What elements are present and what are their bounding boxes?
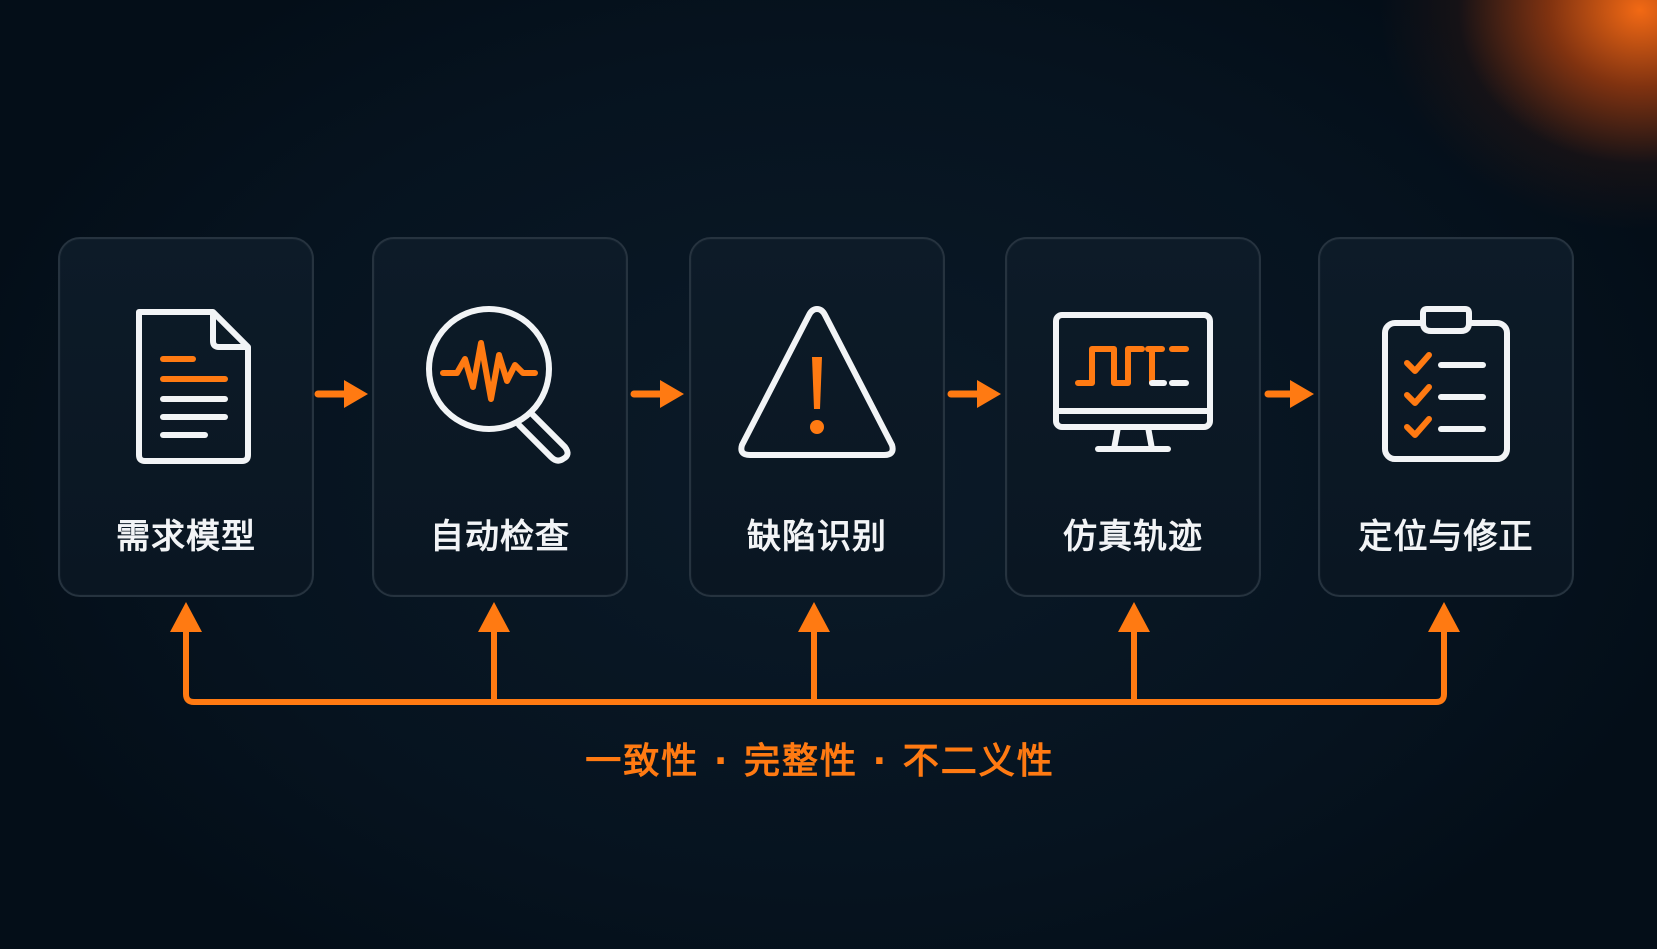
feedback-arrowhead [478,602,510,632]
step-card-defect-identification: 缺陷识别 [689,237,945,597]
magnifier-waveform-icon [415,297,585,467]
feedback-arrowhead [1118,602,1150,632]
step-label: 定位与修正 [1358,517,1534,557]
step-card-simulation-trace: 仿真轨迹 [1005,237,1261,597]
forward-arrow-4-5 [1264,380,1314,408]
step-label: 仿真轨迹 [1063,517,1203,557]
step-label: 需求模型 [116,517,256,557]
step-card-locate-and-fix: 定位与修正 [1318,237,1574,597]
forward-arrow-1-2 [314,380,368,408]
feedback-arrowhead [170,602,202,632]
feedback-loop [170,602,1460,705]
step-label: 自动检查 [430,517,570,557]
forward-arrow-2-3 [630,380,684,408]
feedback-arrowhead [1428,602,1460,632]
step-card-auto-check: 自动检查 [372,237,628,597]
warning-triangle-icon [732,297,902,467]
feedback-label: 一致性 · 完整性 · 不二义性 [585,741,1055,782]
document-icon [101,297,271,467]
forward-arrow-3-4 [947,380,1001,408]
monitor-signal-icon [1048,297,1218,467]
step-label: 缺陷识别 [747,517,887,557]
feedback-arrowhead [798,602,830,632]
clipboard-checklist-icon [1361,297,1531,467]
step-card-requirements-model: 需求模型 [58,237,314,597]
